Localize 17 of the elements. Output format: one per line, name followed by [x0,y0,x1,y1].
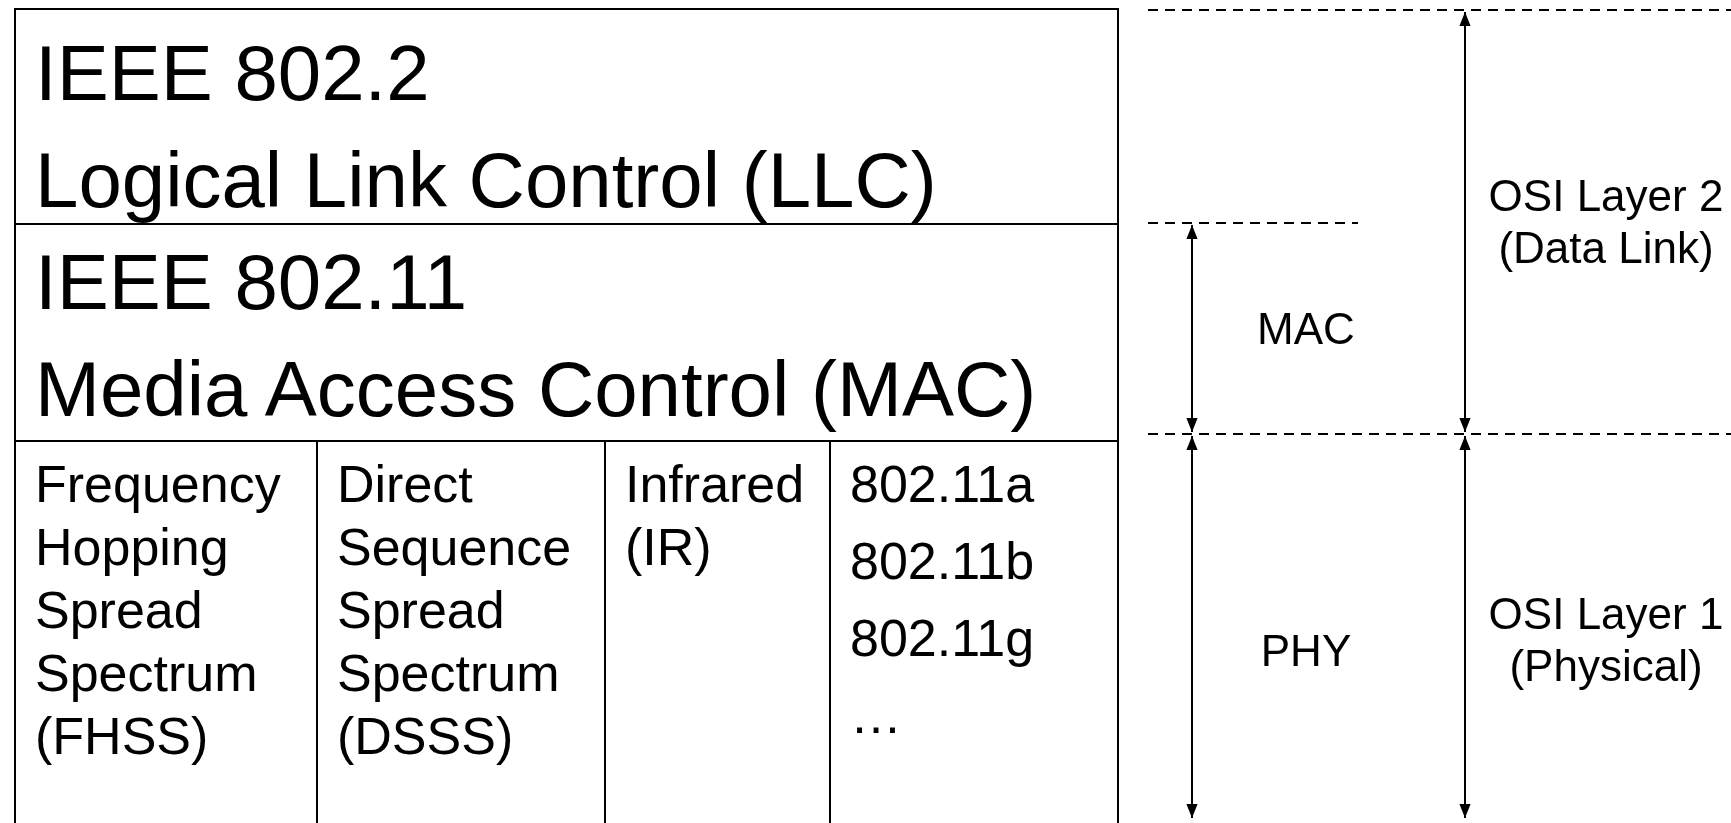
layer-text: IEEE 802.2 [35,28,431,119]
cell-text: 802.11g [850,608,1036,669]
cell-text: Direct Sequence Spread Spectrum (DSSS) [337,454,573,767]
layer-label: OSI Layer 2 (Data Link) [1487,170,1725,274]
layer-label: PHY [1260,625,1352,677]
cell-text: Infrared (IR) [625,454,806,578]
layer-text: IEEE 802.11 [35,237,469,328]
layer-text: Logical Link Control (LLC) [35,135,938,226]
layer-label: OSI Layer 1 (Physical) [1487,588,1725,692]
layer-text: Media Access Control (MAC) [35,344,1038,435]
cell-text: 802.11a [850,454,1036,515]
layer-box [14,8,1119,225]
cell-text: Frequency Hopping Spread Spectrum (FHSS) [35,454,282,767]
cell-text: 802.11b [850,531,1036,592]
layer-box [14,223,1119,442]
layer-label: MAC [1257,303,1355,355]
cell-text: … [850,685,903,746]
